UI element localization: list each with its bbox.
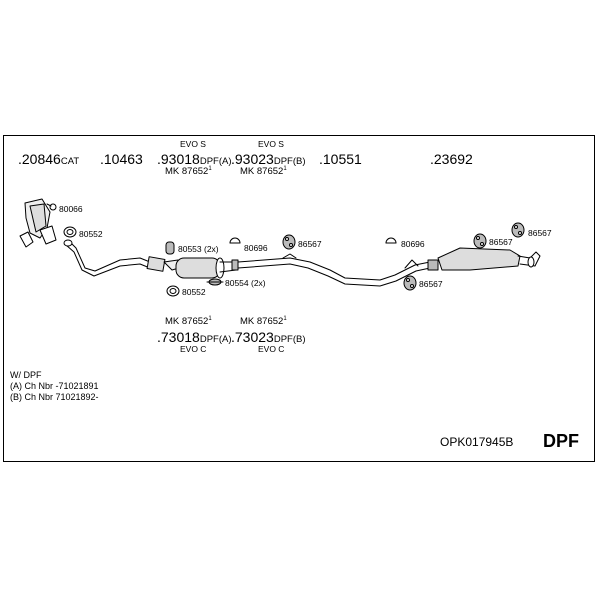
rubber-mount-icon <box>511 222 525 238</box>
part-callout: 80552 <box>182 287 206 297</box>
part-callout: 80552 <box>79 229 103 239</box>
mk-label: MK 876521 <box>240 316 287 328</box>
bolt-icon <box>46 203 57 211</box>
kit-code: OPK017945B <box>440 435 514 449</box>
part-callout: 80066 <box>59 204 83 214</box>
dpf-unit <box>163 257 239 279</box>
part-callout: 86567 <box>419 279 443 289</box>
hanger-icon <box>385 237 397 244</box>
part-label-10551: .10551 <box>319 151 362 167</box>
part-label-23692: .23692 <box>430 151 473 167</box>
note-line: W/ DPF <box>10 370 42 380</box>
mk-label: MK 876521 <box>240 166 287 178</box>
rubber-mount-icon <box>473 233 487 249</box>
part-label-93018: .93018DPF(A) <box>157 151 232 167</box>
part-callout: 86567 <box>489 237 513 247</box>
rubber-mount-icon <box>403 275 417 291</box>
note-line: (A) Ch Nbr -71021891 <box>10 381 99 391</box>
part-callout: 86567 <box>528 228 552 238</box>
part-callout: 80696 <box>244 243 268 253</box>
part-label-73018: .73018DPF(A) <box>157 329 232 345</box>
mk-label: MK 876521 <box>165 166 212 178</box>
diagram-frame <box>3 135 595 462</box>
part-label-93023: .93023DPF(B) <box>231 151 306 167</box>
evo-label: EVO C <box>180 344 207 354</box>
mk-label: MK 876521 <box>165 316 212 328</box>
gasket-icon <box>166 285 180 297</box>
part-callout: 80553 (2x) <box>178 244 219 254</box>
part-label-73023: .73023DPF(B) <box>231 329 306 345</box>
rubber-mount-icon <box>282 234 296 250</box>
hanger-icon <box>229 237 241 244</box>
evo-label: EVO C <box>258 344 285 354</box>
part-label-10463: .10463 <box>100 151 143 167</box>
clamp-icon <box>206 278 224 286</box>
dpf-tag: DPF <box>543 431 579 451</box>
flange-icon <box>165 241 175 255</box>
part-label-20846: .20846CAT <box>18 151 80 167</box>
evo-label: EVO S <box>180 139 206 149</box>
front-pipe <box>63 239 166 277</box>
catalytic-converter <box>19 198 57 248</box>
rear-silencer <box>427 247 541 271</box>
note-line: (B) Ch Nbr 71021892- <box>10 392 99 402</box>
part-callout: 86567 <box>298 239 322 249</box>
gasket-icon <box>63 226 77 238</box>
notes-block: W/ DPF (A) Ch Nbr -71021891 (B) Ch Nbr 7… <box>10 370 99 403</box>
evo-label: EVO S <box>258 139 284 149</box>
part-callout: 80554 (2x) <box>225 278 266 288</box>
part-callout: 80696 <box>401 239 425 249</box>
mid-pipe <box>237 253 431 287</box>
